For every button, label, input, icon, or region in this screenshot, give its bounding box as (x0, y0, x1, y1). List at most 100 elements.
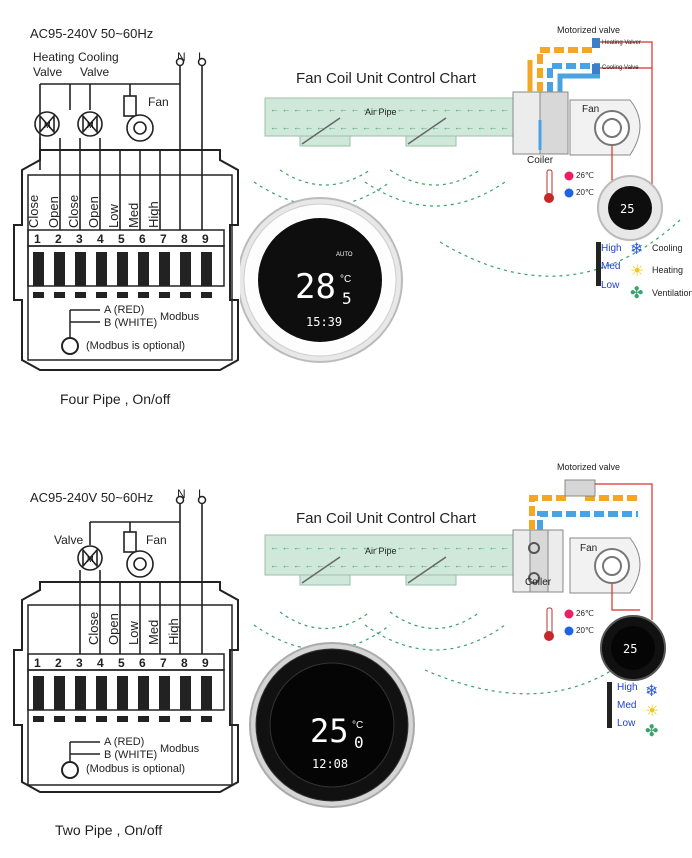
bottom-modbus-note: (Modbus is optional) (86, 763, 186, 775)
bottom-l-label: L (198, 487, 205, 501)
top-speed-low: Low (601, 280, 620, 291)
svg-text:✤: ✤ (630, 283, 643, 302)
top-cooling-valve-label-2: Valve (80, 65, 110, 79)
bottom-num-8: 8 (181, 656, 188, 670)
bottom-num-2: 2 (55, 656, 62, 670)
bottom-chart-title: Fan Coil Unit Control Chart (296, 510, 477, 527)
bottom-temp-hot: 26℃ (576, 609, 594, 618)
top-terminal-med: Med (126, 202, 141, 228)
bottom-terminal-med: Med (146, 619, 161, 645)
top-num-6: 6 (139, 232, 146, 246)
top-speed-med: Med (601, 261, 621, 272)
svg-text:°C: °C (352, 720, 363, 731)
top-fan-unit-label: Fan (582, 104, 600, 115)
top-num-1: 1 (34, 232, 41, 246)
svg-text:✤: ✤ (645, 721, 658, 740)
top-l-label: L (198, 50, 205, 64)
bottom-fan-unit-label: Fan (580, 543, 598, 554)
top-modbus-note: (Modbus is optional) (86, 340, 186, 352)
bottom-coiler-label: Coiler (525, 577, 552, 588)
bottom-terminal-high: High (166, 618, 181, 645)
top-mode-heating: Heating (652, 265, 684, 275)
top-n-label: N (177, 50, 186, 64)
bottom-modbus-label: Modbus (160, 743, 200, 755)
top-num-4: 4 (97, 232, 104, 246)
svg-text:AUTO: AUTO (336, 252, 353, 258)
svg-text:°C: °C (340, 274, 351, 285)
top-fan-label: Fan (148, 95, 169, 109)
svg-text:← ← ← ← ← ← ← ← ← ← ← ← ← ← ←: ← ← ← ← ← ← ← ← ← ← ← ← ← ← ← ← ← ← ← ← … (270, 560, 521, 570)
svg-text:← ← ← ← ← ← ← ← ← ← ← ← ← ← ←: ← ← ← ← ← ← ← ← ← ← ← ← ← ← ← ← ← ← ← ← … (270, 122, 521, 132)
top-num-2: 2 (55, 232, 62, 246)
bottom-num-6: 6 (139, 656, 146, 670)
top-air-pipe-label: Air Pipe (365, 107, 397, 117)
top-wiring-svg: M M (13, 57, 239, 371)
top-modbus-a: A (RED) (104, 304, 145, 316)
top-cooling-valve-label: Cooling Valve (602, 65, 639, 71)
top-modbus-b: B (WHITE) (104, 317, 158, 329)
svg-text:25: 25 (623, 642, 637, 656)
bottom-power-label: AC95-240V 50~60Hz (30, 490, 154, 505)
bottom-modbus-a: A (RED) (104, 736, 145, 748)
top-num-8: 8 (181, 232, 188, 246)
svg-text:25: 25 (620, 202, 634, 216)
bottom-num-3: 3 (76, 656, 83, 670)
top-motorized-valve-label: Motorized valve (557, 25, 621, 35)
svg-text:M: M (87, 555, 94, 564)
svg-text:← ← ← ← ← ← ← ← ← ← ← ← ← ← ←: ← ← ← ← ← ← ← ← ← ← ← ← ← ← ← ← ← ← ← ← … (270, 542, 521, 552)
bottom-fcu-svg: ← ← ← ← ← ← ← ← ← ← ← ← ← ← ← ← ← ← ← ← … (249, 479, 666, 808)
top-terminal-close-1: Close (26, 194, 41, 228)
top-terminal-low: Low (106, 204, 121, 228)
svg-text:M: M (44, 121, 51, 130)
top-heating-valve-label-1: Heating (33, 50, 75, 64)
bottom-valve-label: Valve (54, 533, 84, 547)
top-fcu-svg: ← ← ← ← ← ← ← ← ← ← ← ← ← ← ← ← ← ← ← ← … (240, 38, 681, 363)
svg-text:0: 0 (354, 733, 364, 752)
top-terminal-high: High (146, 201, 161, 228)
top-temp-cold: 20℃ (576, 188, 594, 197)
bottom-n-label: N (177, 487, 186, 501)
svg-text:☀: ☀ (630, 261, 644, 280)
top-mode-ventilation: Ventilation (652, 288, 692, 298)
bottom-num-5: 5 (118, 656, 125, 670)
bottom-caption: Two Pipe , On/off (55, 822, 163, 838)
bottom-wiring-svg: M (13, 495, 239, 793)
top-modbus-label: Modbus (160, 311, 200, 323)
bottom-motorized-valve-label: Motorized valve (557, 462, 621, 472)
bottom-terminal-low: Low (126, 621, 141, 645)
bottom-speed-high: High (617, 682, 638, 693)
bottom-modbus-b: B (WHITE) (104, 749, 158, 761)
svg-text:5: 5 (342, 289, 352, 308)
svg-text:❄: ❄ (645, 681, 658, 700)
top-terminal-close-2: Close (66, 194, 81, 228)
bottom-num-1: 1 (34, 656, 41, 670)
top-heating-valve-label-2: Valve (33, 65, 63, 79)
bottom-num-4: 4 (97, 656, 104, 670)
svg-text:25: 25 (310, 712, 349, 750)
top-speed-high: High (601, 243, 622, 254)
top-temp-hot: 26℃ (576, 171, 594, 180)
bottom-terminal-close: Close (86, 611, 101, 645)
bottom-temp-cold: 20℃ (576, 626, 594, 635)
svg-text:M: M (87, 121, 94, 130)
bottom-num-9: 9 (202, 656, 209, 670)
top-cooling-valve-label-1: Cooling (78, 50, 119, 64)
bottom-speed-med: Med (617, 700, 637, 711)
top-num-9: 9 (202, 232, 209, 246)
top-mode-cooling: Cooling (652, 243, 683, 253)
top-terminal-open-1: Open (46, 196, 61, 228)
top-power-label: AC95-240V 50~60Hz (30, 26, 154, 41)
bottom-terminal-open: Open (106, 613, 121, 645)
svg-text:15:39: 15:39 (306, 315, 342, 329)
svg-text:☀: ☀ (645, 701, 659, 720)
top-terminal-open-2: Open (86, 196, 101, 228)
top-heating-valver-label: Heating Valver (602, 40, 641, 46)
svg-text:28: 28 (295, 267, 336, 307)
top-num-5: 5 (118, 232, 125, 246)
svg-text:❄: ❄ (630, 239, 643, 258)
svg-text:12:08: 12:08 (312, 757, 348, 771)
top-num-7: 7 (160, 232, 167, 246)
svg-text:← ← ← ← ← ← ← ← ← ← ← ← ← ← ←: ← ← ← ← ← ← ← ← ← ← ← ← ← ← ← ← ← ← ← ← … (270, 104, 521, 114)
top-caption: Four Pipe , On/off (60, 391, 171, 407)
top-chart-title: Fan Coil Unit Control Chart (296, 70, 477, 87)
